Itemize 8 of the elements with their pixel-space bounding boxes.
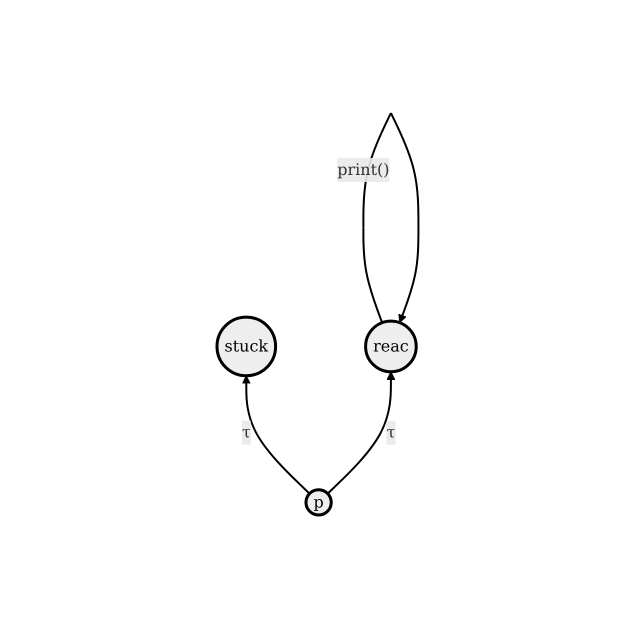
node-circle: p [304, 488, 334, 516]
node-circle: stuck [216, 315, 278, 377]
edge-label: τ [242, 422, 252, 442]
edge-label: τ [386, 422, 396, 442]
edge-label: print() [338, 160, 390, 179]
arrow [242, 374, 310, 494]
arrow [327, 370, 396, 494]
node-circle: reac [364, 319, 418, 373]
